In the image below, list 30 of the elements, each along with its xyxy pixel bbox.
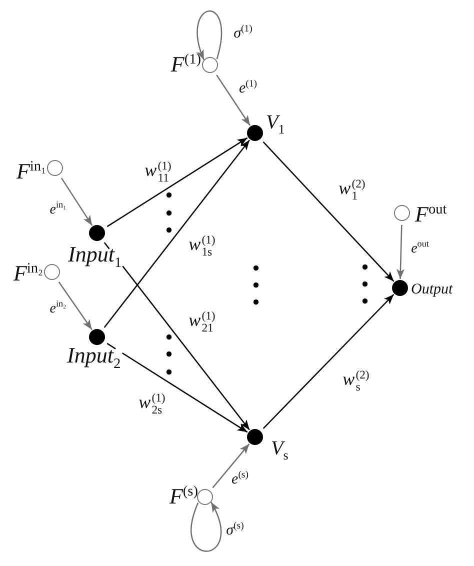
arrow xyxy=(196,10,222,60)
node-label: V$_{1}$ xyxy=(266,112,285,136)
edge-label: σ$^{(s)}$ xyxy=(226,522,244,538)
arrow xyxy=(104,242,250,430)
arrow xyxy=(262,141,394,282)
arrow xyxy=(106,137,248,228)
edge-label: e$^{out}$ xyxy=(411,240,429,256)
node-label: Input$_{2}$ xyxy=(67,344,121,372)
arrow xyxy=(396,224,404,280)
node-label: F$^{(s)}$ xyxy=(169,484,198,508)
arrow xyxy=(104,140,250,328)
node-label: Input$_{1}$ xyxy=(68,244,122,270)
node-label: F$^{(1)}$ xyxy=(170,52,201,76)
arrow xyxy=(106,342,248,433)
arrow xyxy=(262,294,394,429)
edge-label: e$^{(s)}$ xyxy=(232,470,248,488)
arrow xyxy=(60,178,93,226)
arrow xyxy=(216,74,251,126)
edge-label: e$^{in₂}$ xyxy=(50,300,66,316)
edge-label: σ$^{(1)}$ xyxy=(234,24,252,42)
arrow xyxy=(212,444,250,488)
node-label: F$^{in₁}$ xyxy=(16,159,46,183)
edge-label: e$^{in₁}$ xyxy=(50,200,66,218)
node-label: F$^{in₂}$ xyxy=(13,261,43,285)
node-label: F$^{out}$ xyxy=(415,202,447,226)
node-label: V$_{s}$ xyxy=(271,438,288,462)
node-label: Output xyxy=(411,282,453,298)
edge-label: e$^{(1)}$ xyxy=(238,80,258,96)
arrow xyxy=(190,502,222,552)
arrow xyxy=(58,282,92,330)
